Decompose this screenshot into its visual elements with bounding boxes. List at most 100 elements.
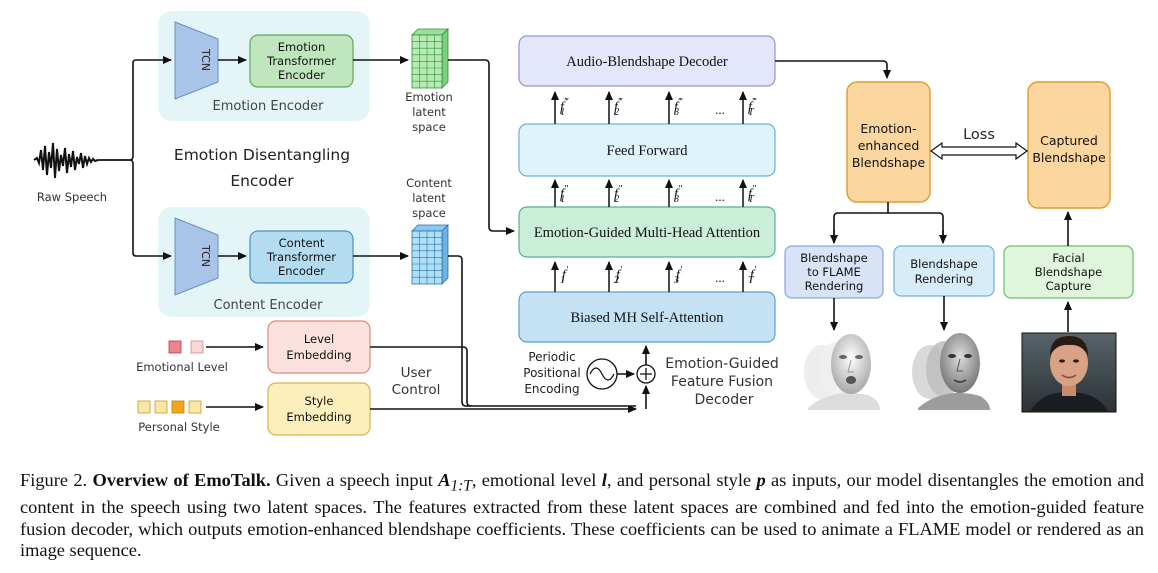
content-latent-cube <box>411 224 449 285</box>
feed-forward-label: Feed Forward <box>607 143 689 159</box>
personal-style-square-3 <box>171 400 185 414</box>
feature-label: f″1 <box>560 184 569 205</box>
facial-capture-line2: Blendshape <box>1035 265 1102 279</box>
emotion-latent-label-line3: space <box>412 120 446 134</box>
emotalk-architecture-diagram: TCN TCN Emotion Transformer Encoder Cont… <box>33 11 1134 436</box>
caption-math-l: l <box>601 470 607 490</box>
style-embedding-box <box>267 382 371 436</box>
flame-rendering-line1: Blendshape <box>800 251 867 265</box>
decoder-to-blendshape-arrow <box>775 60 891 79</box>
emotion-latent-to-attention-arrow <box>448 59 515 235</box>
speech-to-content-arrow <box>98 159 172 260</box>
user-control-line2: Control <box>392 382 441 398</box>
biased-self-attention-box <box>518 291 776 343</box>
positional-encoding-line3: Encoding <box>524 382 579 396</box>
emotion-guided-attention-box <box>518 206 776 258</box>
blendshape-rendering-line2: Rendering <box>915 272 974 286</box>
content-transformer-line1: Content <box>279 236 325 250</box>
caption-title: Overview of EmoTalk. <box>92 470 271 490</box>
feature-ellipsis: ... <box>715 189 725 204</box>
captured-actor-photo <box>1021 332 1117 413</box>
emotion-transformer-box <box>249 34 354 88</box>
fusion-decoder-label-line2: Feature Fusion <box>671 374 773 390</box>
emotion-latent-label-line2: latent <box>412 105 446 119</box>
content-transformer-line3: Encoder <box>278 264 325 278</box>
blendshape-rendering-line1: Blendshape <box>910 257 977 271</box>
content-transformer-line2: Transformer <box>266 250 336 264</box>
emotion-latent-label-line1: Emotion <box>405 90 453 104</box>
raw-speech-label: Raw Speech <box>37 190 107 204</box>
loss-label: Loss <box>963 127 995 143</box>
feed-forward-box <box>518 123 776 177</box>
facial-capture-line1: Facial <box>1052 251 1084 265</box>
feature-label: f‴2 <box>614 97 623 118</box>
content-transformer-box <box>249 230 354 284</box>
emotional-level-low-square <box>190 340 204 354</box>
emotion-transformer-line2: Transformer <box>266 54 336 68</box>
level-embedding-line1: Level <box>304 332 334 346</box>
emotion-tcn-label: TCN <box>199 48 212 71</box>
raw-speech-waveform <box>33 142 99 179</box>
feature-label: f′3 <box>673 265 683 286</box>
content-latent-label-line3: space <box>412 206 446 220</box>
style-embedding-line2: Embedding <box>286 410 351 424</box>
disentangling-label-line1: Emotion Disentangling <box>174 146 350 164</box>
caption-math-p: p <box>756 470 766 490</box>
enhanced-blendshape-line3: Blendshape <box>852 155 926 170</box>
personal-style-square-2 <box>154 400 168 414</box>
emotion-transformer-line1: Emotion <box>278 40 326 54</box>
feature-label: f‴1 <box>560 97 569 118</box>
fusion-decoder-label-line1: Emotion-Guided <box>665 356 778 372</box>
flame-rendering-line3: Rendering <box>805 279 864 293</box>
emotion-encoder-label: Emotion Encoder <box>212 99 324 114</box>
level-embedding-box <box>267 320 371 374</box>
content-tcn-label: TCN <box>199 244 212 267</box>
user-control-line1: User <box>401 365 432 381</box>
feature-label: f‴T <box>748 97 757 118</box>
feature-label: f′T <box>748 265 757 286</box>
captured-blendshape-line1: Captured <box>1040 133 1098 148</box>
feature-label: f′1 <box>560 265 569 286</box>
caption-math-a: A <box>438 470 451 490</box>
emotion-guided-attention-label: Emotion-Guided Multi-Head Attention <box>534 225 761 241</box>
blendshape-rendering-box <box>893 245 995 297</box>
audio-blendshape-decoder-label: Audio-Blendshape Decoder <box>566 54 728 70</box>
add-operator-icon <box>636 364 656 384</box>
disentangling-label-line2: Encoder <box>230 172 294 190</box>
caption-text-4: as inputs, our model disentangles the em… <box>20 470 1144 561</box>
biased-self-attention-label: Biased MH Self-Attention <box>570 310 724 326</box>
emotional-level-label: Emotional Level <box>136 360 228 374</box>
caption-label: Figure 2. <box>20 470 88 490</box>
sine-wave-icon <box>586 358 618 390</box>
feature-label: f‴3 <box>673 97 683 118</box>
content-latent-label-line1: Content <box>406 176 452 190</box>
captured-blendshape-line2: Blendshape <box>1032 150 1106 165</box>
positional-encoding-line2: Positional <box>523 366 580 380</box>
facial-capture-line3: Capture <box>1046 279 1092 293</box>
feature-label: f″2 <box>614 184 623 205</box>
emotion-tcn-block <box>174 21 219 100</box>
enhanced-blendshape-line1: Emotion- <box>860 121 916 136</box>
flame-face-sequence-image <box>804 334 880 410</box>
feature-label: f″3 <box>673 184 683 205</box>
loss-double-arrow <box>929 141 1029 161</box>
caption-text-1: Given a speech input <box>275 470 433 490</box>
flame-rendering-line2: to FLAME <box>807 265 861 279</box>
content-encoder-label: Content Encoder <box>214 298 324 313</box>
emotion-transformer-line3: Encoder <box>278 68 325 82</box>
enhanced-blendshape-line2: enhanced <box>858 138 920 153</box>
caption-text-3: , and personal style <box>606 470 752 490</box>
positional-encoding-line1: Periodic <box>528 350 575 364</box>
style-embedding-line1: Style <box>305 394 334 408</box>
feature-label: f″T <box>748 184 757 205</box>
content-latent-to-fusion-line <box>448 255 636 407</box>
emotional-level-high-square <box>168 340 182 354</box>
caption-math-a-sub: 1:T <box>450 477 472 495</box>
feature-ellipsis: ... <box>715 102 725 117</box>
personal-style-square-1 <box>137 400 151 414</box>
level-to-fusion-line <box>370 346 472 407</box>
content-tcn-block <box>174 217 219 296</box>
captured-blendshape-box <box>1027 81 1111 209</box>
level-embedding-line2: Embedding <box>286 348 351 362</box>
fusion-decoder-label-line3: Decoder <box>695 392 754 408</box>
